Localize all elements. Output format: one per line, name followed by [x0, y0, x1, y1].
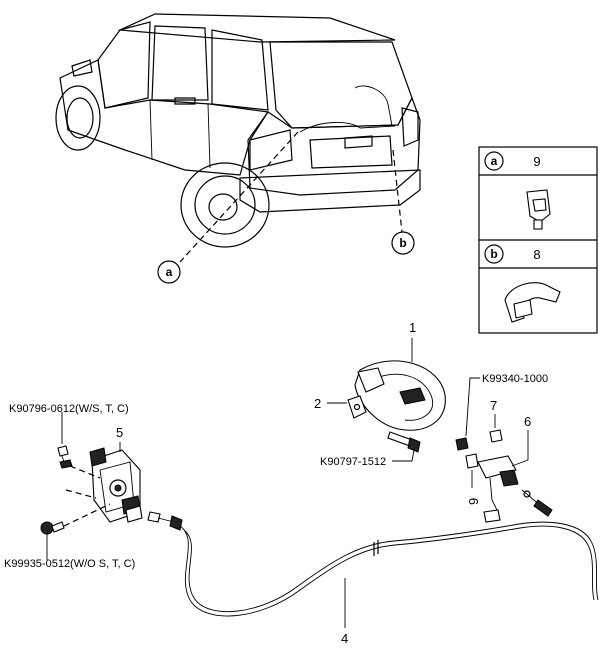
hinge-bracket: [347, 395, 367, 419]
part-number-4: 4: [341, 631, 348, 646]
opener-lever-5: [89, 447, 143, 523]
part-number-1: 1: [409, 320, 416, 335]
lever-mount-dashline: [65, 489, 97, 499]
opener-cable-4: [147, 511, 599, 617]
retainer-7: [489, 429, 503, 443]
fuel-filler-door: [354, 360, 446, 431]
code-k99935: K99935-0512(W/O S, T, C): [4, 558, 135, 570]
svg-text:b: b: [399, 236, 406, 250]
screw-k90796-dashline: [69, 465, 101, 479]
part-number-5: 5: [116, 425, 123, 440]
nut-k99340: [455, 437, 469, 451]
bolt-k99935-dashline: [63, 503, 111, 527]
clip-9-small: [465, 453, 479, 469]
legend-row-a: a 9: [484, 151, 551, 230]
callout-b-leader: [392, 149, 403, 233]
code-k90797: K90797-1512: [320, 456, 386, 468]
code-k90796: K90796-0612(W/S, T, C): [9, 403, 129, 415]
leader-6: [511, 430, 529, 467]
bolt-k99935: [40, 521, 65, 535]
part-number-7: 7: [490, 398, 497, 413]
part-number-9: 9: [466, 498, 481, 505]
clip-a-icon: [526, 189, 551, 230]
callout-a-leader: [179, 131, 299, 263]
bolt-k90797: [387, 431, 421, 453]
opener-actuator-6: [477, 455, 519, 523]
leader-k99340: [465, 377, 480, 437]
clip-legend-table: a 9 b 8: [478, 146, 598, 334]
svg-text:b: b: [490, 247, 497, 261]
vehicle-illustration: [55, 13, 421, 248]
callout-a: a: [157, 260, 181, 284]
screw-k90796: [57, 445, 73, 469]
callout-b: b: [391, 231, 415, 255]
svg-text:9: 9: [533, 154, 540, 169]
cable-end-actuator: [521, 489, 553, 517]
part-number-6: 6: [524, 414, 531, 429]
legend-row-b: b 8: [484, 244, 561, 323]
svg-text:8: 8: [533, 247, 540, 262]
leader-k90797: [392, 449, 415, 462]
svg-text:a: a: [491, 154, 498, 168]
part-number-2: 2: [314, 396, 321, 411]
clip-b-icon: [504, 282, 561, 323]
code-k99340: K99340-1000: [482, 373, 548, 385]
svg-text:a: a: [166, 265, 173, 279]
